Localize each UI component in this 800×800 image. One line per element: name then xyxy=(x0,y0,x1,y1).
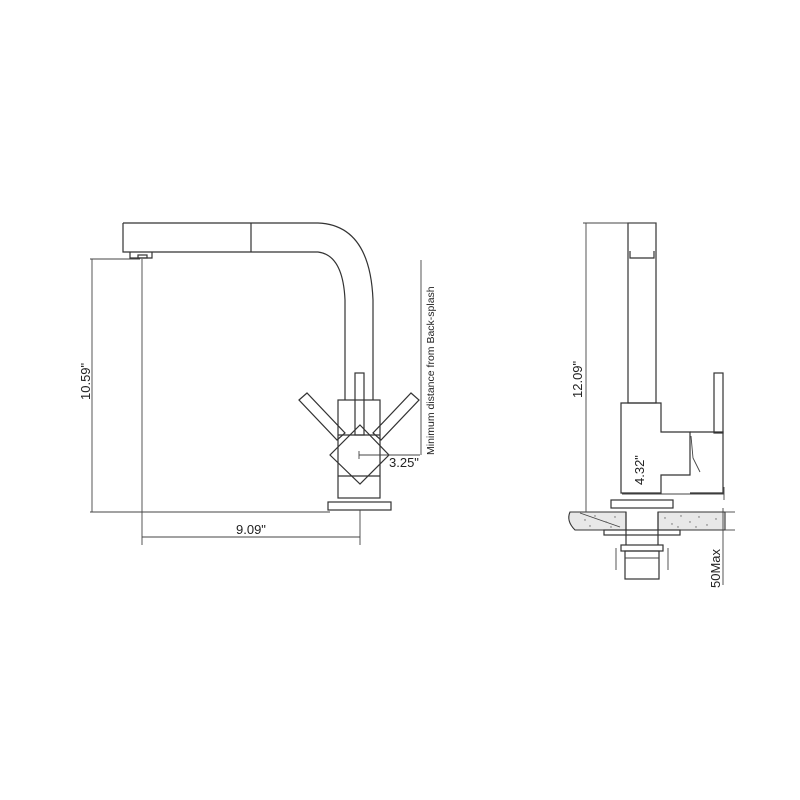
side-body xyxy=(620,402,691,494)
height-dimension-label: 10.59" xyxy=(78,362,93,400)
center-diamond xyxy=(329,424,390,485)
right-handle xyxy=(372,392,420,441)
side-view: 12.09" 4.32" 50Max xyxy=(568,222,735,588)
handle-detail xyxy=(690,435,701,473)
faucet-body xyxy=(337,399,381,499)
deck-thickness-dimension-label: 50Max xyxy=(708,548,723,588)
left-handle xyxy=(298,392,346,441)
total-height-dimension-label: 12.09" xyxy=(570,360,585,398)
neck xyxy=(627,222,657,404)
mount-nut xyxy=(620,544,664,552)
aerator-nozzle xyxy=(137,254,148,259)
base-depth-dimension-label: 4.32" xyxy=(632,455,647,485)
side-base xyxy=(610,499,674,509)
center-stem xyxy=(354,372,365,436)
base-plate xyxy=(327,501,392,511)
front-view: 10.59" 9.09" 3.25" Minimum distance from… xyxy=(78,222,437,545)
side-handle xyxy=(690,431,724,494)
spout-outer xyxy=(123,222,374,400)
mount-washer xyxy=(603,529,681,536)
side-handle-lever xyxy=(713,372,724,434)
countertop xyxy=(568,511,726,531)
reach-dimension-label: 9.09" xyxy=(236,522,266,537)
mount-body xyxy=(624,550,660,580)
side-aerator xyxy=(629,251,655,259)
backsplash-annotation: Minimum distance from Back-splash xyxy=(425,286,437,455)
spout-inner xyxy=(122,223,346,400)
hatch xyxy=(579,512,621,528)
backsplash-dimension-label: 3.25" xyxy=(389,455,419,470)
